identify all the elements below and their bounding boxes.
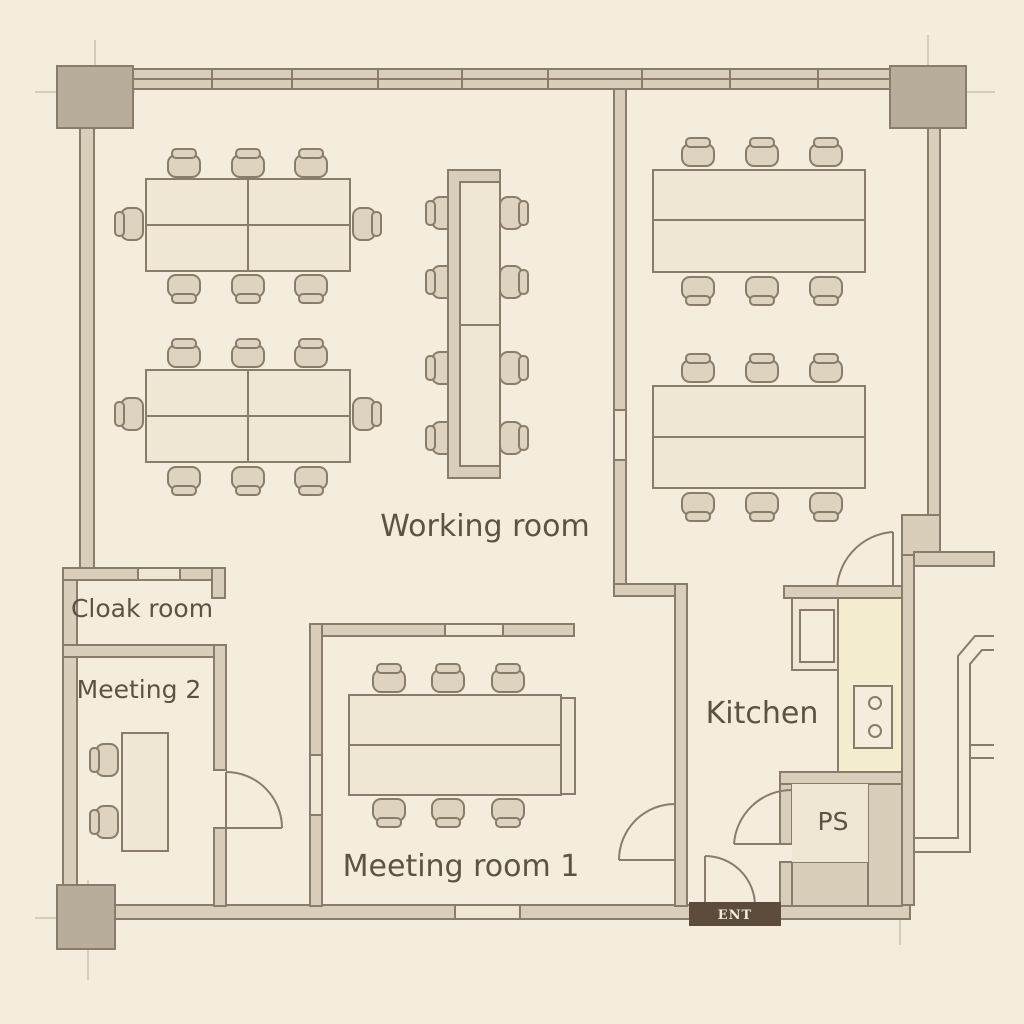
meeting-2-label: Meeting 2	[77, 675, 202, 704]
right-exterior-walls	[914, 635, 994, 853]
whiteboard	[560, 697, 576, 795]
kitchen-label: Kitchen	[706, 696, 819, 731]
sink	[799, 609, 835, 663]
kitchen-counter	[783, 585, 903, 773]
bench-desk	[425, 169, 529, 479]
entrance-marker: ENT	[689, 902, 781, 926]
ps-shaft	[792, 784, 868, 862]
cloak-room-label: Cloak room	[71, 594, 213, 623]
desk-cluster-1	[114, 148, 382, 304]
corner-columns	[56, 65, 967, 950]
wall-windows	[137, 409, 627, 816]
stove	[853, 685, 893, 749]
meeting-room-1-label: Meeting room 1	[343, 849, 580, 884]
interior-walls	[62, 88, 995, 907]
working-room-label: Working room	[380, 509, 590, 544]
desk-right-2	[652, 353, 866, 522]
desk-cluster-2	[114, 338, 382, 496]
bottom-wall-window	[454, 904, 521, 920]
meeting-2-table	[89, 732, 169, 852]
entrance-label: ENT	[718, 908, 752, 923]
desk-right-1	[652, 137, 866, 306]
meeting-room-1-table	[348, 663, 576, 828]
ps-label: PS	[818, 807, 849, 836]
top-window-mullions	[211, 69, 819, 89]
